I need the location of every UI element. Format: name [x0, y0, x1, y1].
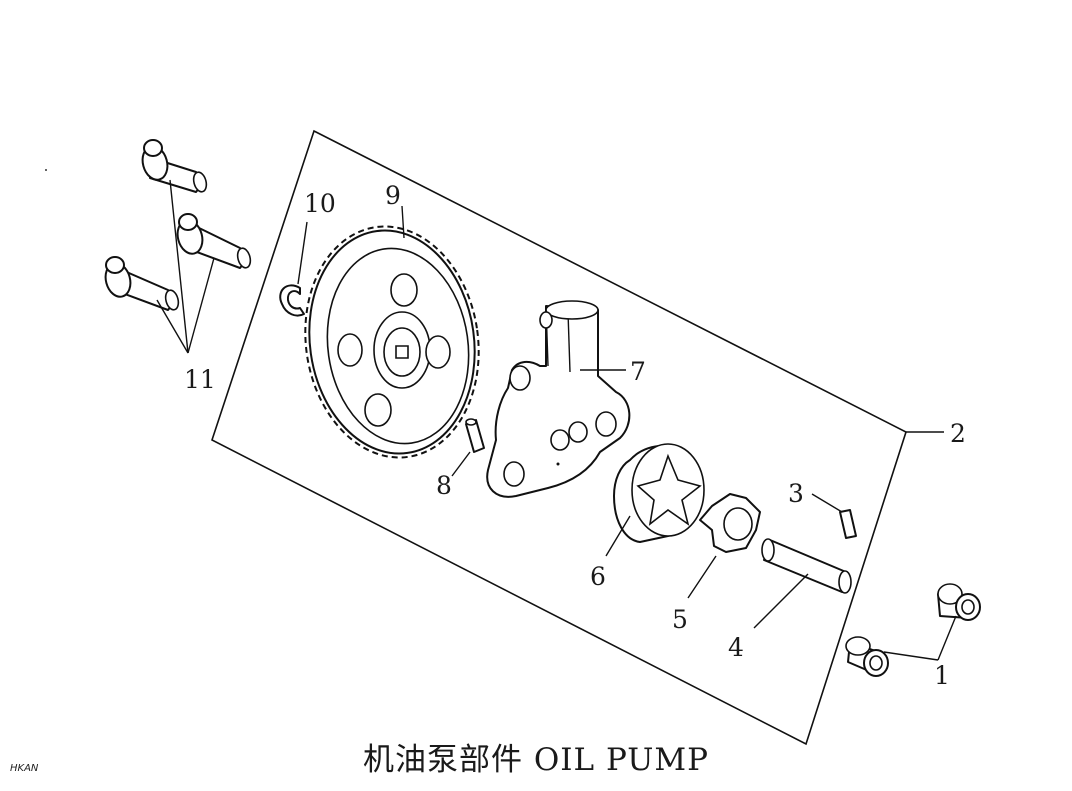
assembly-group-frame: [211, 129, 907, 746]
part-5-inner-rotor: [699, 493, 761, 553]
leader-lines-11: [156, 179, 215, 354]
callout-5: 5: [672, 605, 688, 634]
part-3-shaft-pin: [839, 509, 857, 539]
part-7-pump-housing: [486, 300, 631, 498]
callout-3: 3: [788, 479, 804, 508]
part-4-rotor-shaft: [761, 538, 852, 594]
callout-2: 2: [950, 419, 966, 448]
callout-4: 4: [728, 633, 744, 662]
part-11-flange-bolts: [104, 139, 252, 311]
part-6-outer-rotor: [613, 443, 705, 543]
part-10-retaining-clip: [279, 284, 305, 317]
stray-dot: [45, 169, 47, 171]
diagram-title: 机油泵部件 OIL PUMP: [363, 742, 709, 778]
callout-7: 7: [630, 357, 646, 386]
callout-11: 11: [184, 365, 216, 394]
brand-mark: HKAN: [10, 763, 39, 774]
part-9-drive-gear: [304, 225, 480, 459]
callout-1: 1: [934, 661, 950, 690]
part-1-bushings: [845, 583, 981, 677]
part-8-dowel-pin: [465, 418, 485, 453]
callout-10: 10: [304, 189, 336, 218]
callout-8: 8: [436, 471, 452, 500]
callout-6: 6: [590, 562, 606, 591]
callout-9: 9: [385, 181, 401, 210]
leader-lines-1: [883, 615, 957, 661]
